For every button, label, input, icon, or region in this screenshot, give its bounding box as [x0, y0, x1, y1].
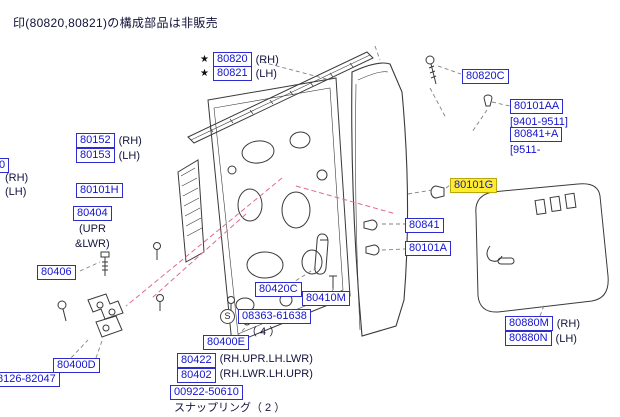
side-label-rh: (RH) [118, 135, 142, 147]
part-label-80402[interactable]: 80402 [177, 368, 216, 383]
callout-80101h: 80101H [76, 183, 123, 198]
position-label: &LWR) [75, 238, 110, 250]
part-label-80880m[interactable]: 80880M [505, 316, 553, 331]
clip-80101a-icon [365, 244, 380, 256]
insulator-panel-drawing [475, 183, 609, 313]
part-label-80820c[interactable]: 80820C [462, 69, 509, 84]
callout-80400e: 80400E [203, 335, 249, 350]
side-label-lh: (LH) [5, 186, 27, 198]
screw-symbol-icon: S [220, 309, 235, 324]
callout-80841a: 80841+A [9511- [510, 127, 563, 157]
hinge-upper-icon [87, 293, 124, 320]
non-sale-note: 印(80820,80821)の構成部品は非販売 [13, 16, 218, 30]
part-label-80820[interactable]: 80820 [212, 52, 252, 67]
part-label-80101a[interactable]: 80101A [405, 241, 451, 256]
callout-08363: S 08363-61638 （ 4 ） [220, 309, 311, 339]
callout-80422: 80422 (RH.UPR.LH.LWR) [177, 353, 313, 368]
part-label-80400e[interactable]: 80400E [203, 335, 249, 350]
part-label-08126-82047[interactable]: 8126-82047 [0, 372, 60, 387]
screw-80820c-icon [425, 55, 435, 65]
bolt-80406-icon [100, 251, 110, 258]
callout-80821: ★ 80821 (LH) [200, 66, 277, 81]
part-label-80841a[interactable]: 80841+A [510, 127, 563, 142]
part-label-00922-50610[interactable]: 00922-50610 [170, 385, 243, 400]
callout-leftcut-rh: (RH) [5, 170, 28, 185]
part-label-80101g-selected[interactable]: 80101G [450, 178, 498, 193]
callout-80152: 80152 (RH) [76, 133, 142, 148]
callout-80820: ★ 80820 (RH) [200, 52, 279, 67]
part-label-80880n[interactable]: 80880N [505, 331, 552, 346]
part-label-80101h[interactable]: 80101H [76, 183, 123, 198]
grommet-80101g-icon [430, 185, 445, 199]
side-label-rh: (RH) [556, 318, 580, 330]
inner-door-panel-drawing [207, 77, 351, 345]
part-label-80152[interactable]: 80152 [76, 133, 115, 148]
callout-leftcut: 0 [0, 158, 10, 173]
callout-80404: 80404 (UPR &LWR) [73, 206, 112, 251]
part-label-80841[interactable]: 80841 [405, 218, 444, 233]
part-label-80422[interactable]: 80422 [177, 353, 216, 368]
check-pin-80410m-icon [329, 275, 337, 290]
part-label-80406[interactable]: 80406 [37, 265, 76, 280]
callout-80400d: 80400D [53, 358, 100, 373]
part-label-80420c[interactable]: 80420C [255, 282, 302, 297]
position-label: (RH.UPR.LH.LWR) [219, 353, 313, 365]
fasteners-drawing [57, 55, 493, 338]
star-icon: ★ [200, 54, 209, 65]
hinge-lower-icon [95, 315, 123, 338]
part-label-80821[interactable]: 80821 [212, 66, 252, 81]
callout-80880n: 80880N (LH) [505, 331, 577, 346]
star-icon: ★ [200, 68, 209, 79]
weatherstrip-drawing [187, 51, 374, 144]
side-label-lh: (LH) [555, 333, 577, 345]
position-label: (RH.LWR.LH.UPR) [219, 368, 313, 380]
door-check-80420c-icon [314, 233, 329, 275]
callout-80406: 80406 [37, 265, 76, 280]
callout-80841: 80841 [405, 218, 444, 233]
callout-80101a: 80101A [405, 241, 451, 256]
date-range-label: [9511- [510, 144, 541, 156]
part-label-80400d[interactable]: 80400D [53, 358, 100, 373]
callout-00922: 00922-50610 スナップリング（ 2 ） [170, 385, 285, 415]
callout-80420c: 80420C [255, 282, 302, 297]
part-label-80404[interactable]: 80404 [73, 206, 112, 221]
callout-80820c: 80820C [462, 69, 509, 84]
part-label-cutoff[interactable]: 0 [0, 158, 10, 173]
callout-80101g-highlighted: 80101G [450, 178, 498, 193]
outer-door-shell-drawing [351, 62, 409, 337]
screw-08363-icon [227, 296, 235, 304]
side-label-lh: (LH) [255, 68, 277, 80]
clip-80841-icon [363, 219, 378, 231]
callout-80153: 80153 (LH) [76, 148, 140, 163]
callout-80880m: 80880M (RH) [505, 316, 580, 331]
leader-lines-pink [125, 177, 397, 307]
position-label: (UPR [79, 223, 106, 235]
callout-08126: 8126-82047 [0, 372, 60, 387]
callout-80101aa: 80101AA [9401-9511] [510, 99, 568, 129]
part-label-08363-61638[interactable]: 08363-61638 [238, 309, 311, 324]
part-label-80101aa[interactable]: 80101AA [510, 99, 564, 114]
callout-leftcut-lh: (LH) [5, 184, 26, 199]
part-label-80153[interactable]: 80153 [76, 148, 115, 163]
bolt-08126-icon [57, 300, 67, 310]
clip-80101aa-icon [483, 94, 493, 107]
callout-80410m: 80410M [302, 291, 350, 306]
part-label-80410m[interactable]: 80410M [302, 291, 350, 306]
part-name-label: スナップリング（ 2 ） [174, 402, 286, 414]
side-label-rh: (RH) [5, 172, 29, 184]
side-label-lh: (LH) [118, 150, 140, 162]
date-range-label: [9401-9511] [510, 116, 568, 128]
sail-pillar-drawing [177, 159, 205, 263]
callout-80402: 80402 (RH.LWR.LH.UPR) [177, 368, 313, 383]
quantity-label: （ 4 ） [246, 326, 281, 338]
side-label-rh: (RH) [255, 54, 279, 66]
